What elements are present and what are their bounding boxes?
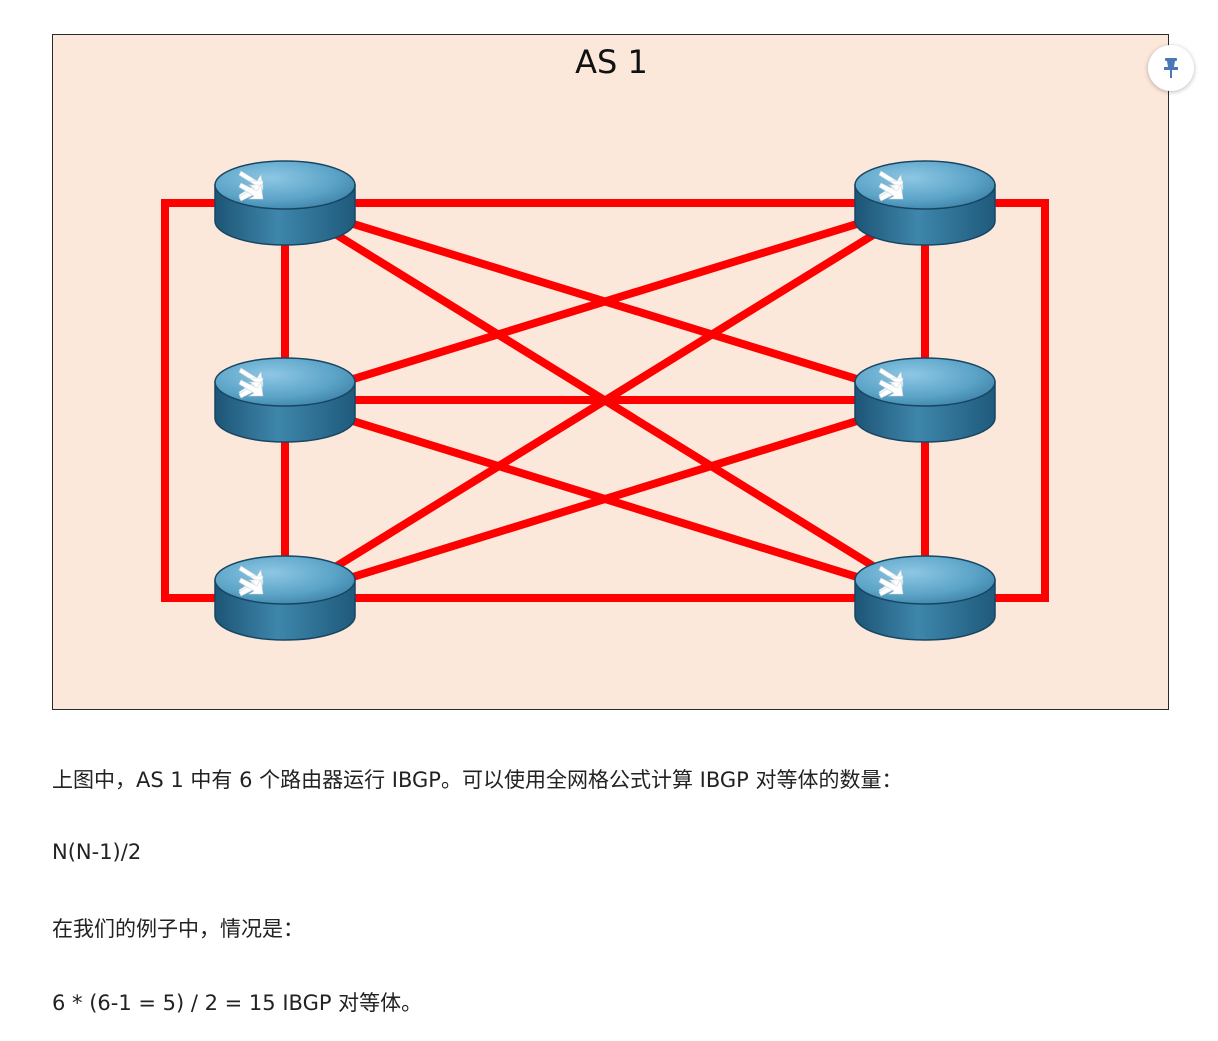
router-icon xyxy=(854,555,996,641)
router-icon xyxy=(854,357,996,443)
router-icon xyxy=(214,555,356,641)
formula-text: N(N-1)/2 xyxy=(52,840,142,864)
pin-icon xyxy=(1164,58,1178,78)
router-icon xyxy=(214,160,356,246)
router-icon xyxy=(854,160,996,246)
paragraph-example: 在我们的例子中，情况是： xyxy=(52,917,304,941)
paragraph-intro: 上图中，AS 1 中有 6 个路由器运行 IBGP。可以使用全网格公式计算 IB… xyxy=(52,768,903,792)
ibgp-link xyxy=(280,198,930,405)
ibgp-link xyxy=(279,394,931,604)
topology-svg xyxy=(161,160,1049,641)
as-topology-diagram: AS 1 xyxy=(52,34,1169,710)
diagram-title: AS 1 xyxy=(575,43,648,81)
router-icon xyxy=(214,357,356,443)
paragraph-result: 6 * (6-1 = 5) / 2 = 15 IBGP 对等体。 xyxy=(52,991,423,1015)
pin-button[interactable] xyxy=(1148,45,1194,91)
